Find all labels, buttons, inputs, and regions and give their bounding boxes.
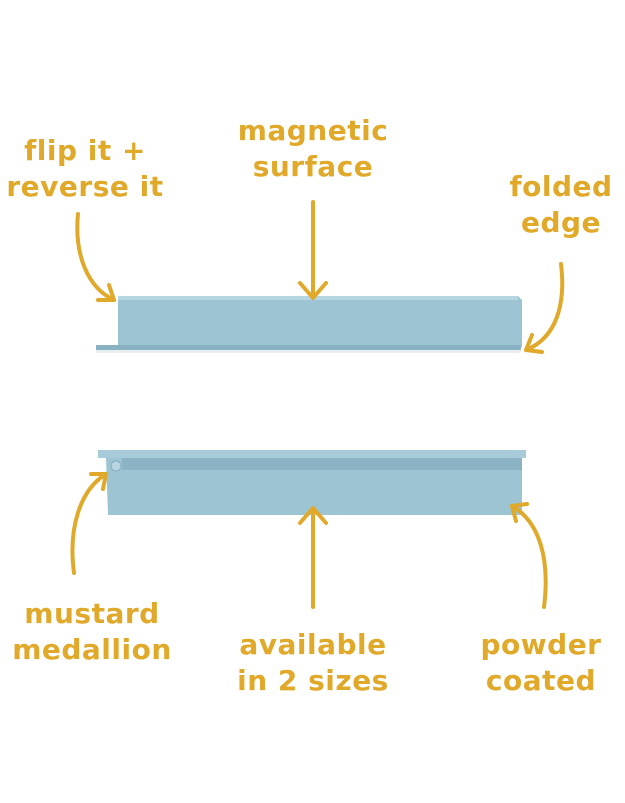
arrow-magnetic-icon <box>298 200 328 300</box>
medallion-icon <box>110 460 122 472</box>
arrow-available-icon <box>298 506 328 609</box>
label-magnetic-surface: magnetic surface <box>237 114 389 183</box>
arrow-mustard-icon <box>70 472 108 575</box>
label-flip-it: flip it + reverse it <box>6 134 164 203</box>
arrow-folded-icon <box>524 262 565 354</box>
arrow-powder-icon <box>510 502 548 609</box>
arrow-flip-icon <box>75 212 116 302</box>
shelf-top <box>96 296 522 353</box>
label-folded-edge: folded edge <box>509 170 613 239</box>
shelf-bottom <box>98 450 526 515</box>
label-powder-coated: powder coated <box>480 628 602 697</box>
label-mustard-medallion: mustard medallion <box>12 597 172 666</box>
label-available-sizes: available in 2 sizes <box>237 628 389 697</box>
